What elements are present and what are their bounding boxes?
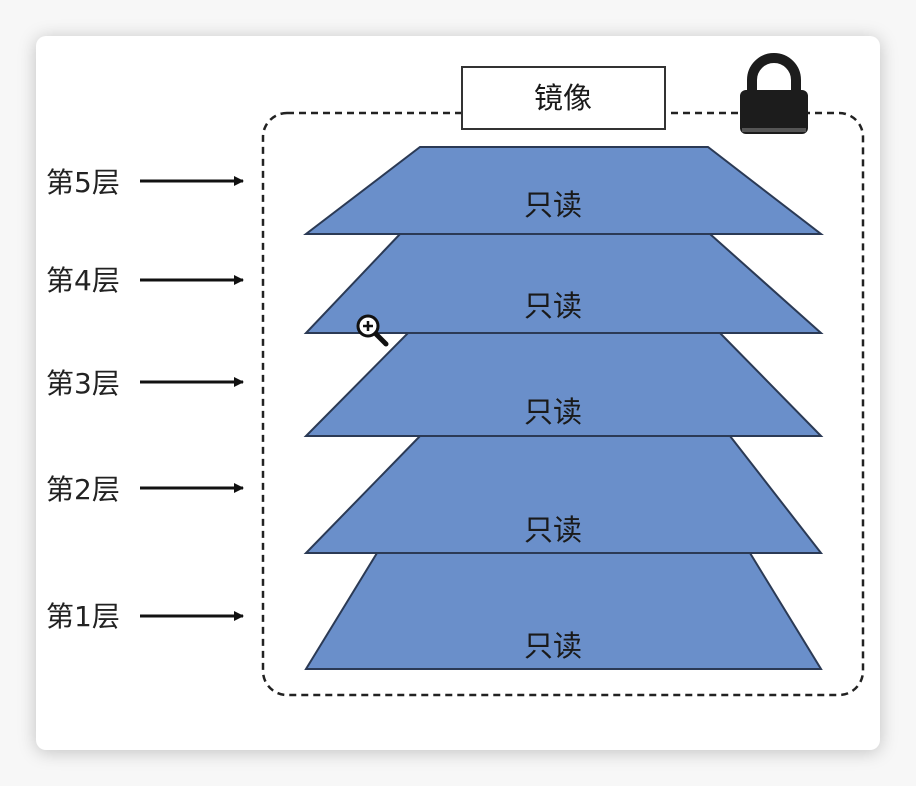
image-title-box: 镜像 <box>461 66 666 130</box>
layer-3-label-group: 第3层 <box>46 367 244 400</box>
layer-3-label: 第3层 <box>46 367 120 400</box>
layer-5-label: 第5层 <box>46 166 120 199</box>
image-title: 镜像 <box>534 81 592 115</box>
zoom-in-cursor-icon <box>356 314 389 347</box>
layer-2-label: 第2层 <box>46 473 120 506</box>
layer-4-label-group: 第4层 <box>46 264 244 297</box>
layer-1-label: 第1层 <box>46 600 120 633</box>
layer-4-text: 只读 <box>524 289 582 323</box>
layer-2-label-group: 第2层 <box>46 473 244 506</box>
layer-2: 只读 <box>303 435 824 554</box>
layer-5: 只读 <box>303 146 824 235</box>
layer-3-text: 只读 <box>524 395 582 429</box>
lock-icon <box>740 53 808 134</box>
layer-4: 只读 <box>303 233 824 334</box>
layer-1-text: 只读 <box>524 629 582 663</box>
layer-2-text: 只读 <box>524 513 582 547</box>
layer-5-label-group: 第5层 <box>46 166 244 199</box>
layer-1: 只读 <box>304 552 823 670</box>
layer-5-text: 只读 <box>524 188 582 222</box>
layer-1-label-group: 第1层 <box>46 600 244 633</box>
layer-3: 只读 <box>303 332 824 437</box>
layer-4-label: 第4层 <box>46 264 120 297</box>
